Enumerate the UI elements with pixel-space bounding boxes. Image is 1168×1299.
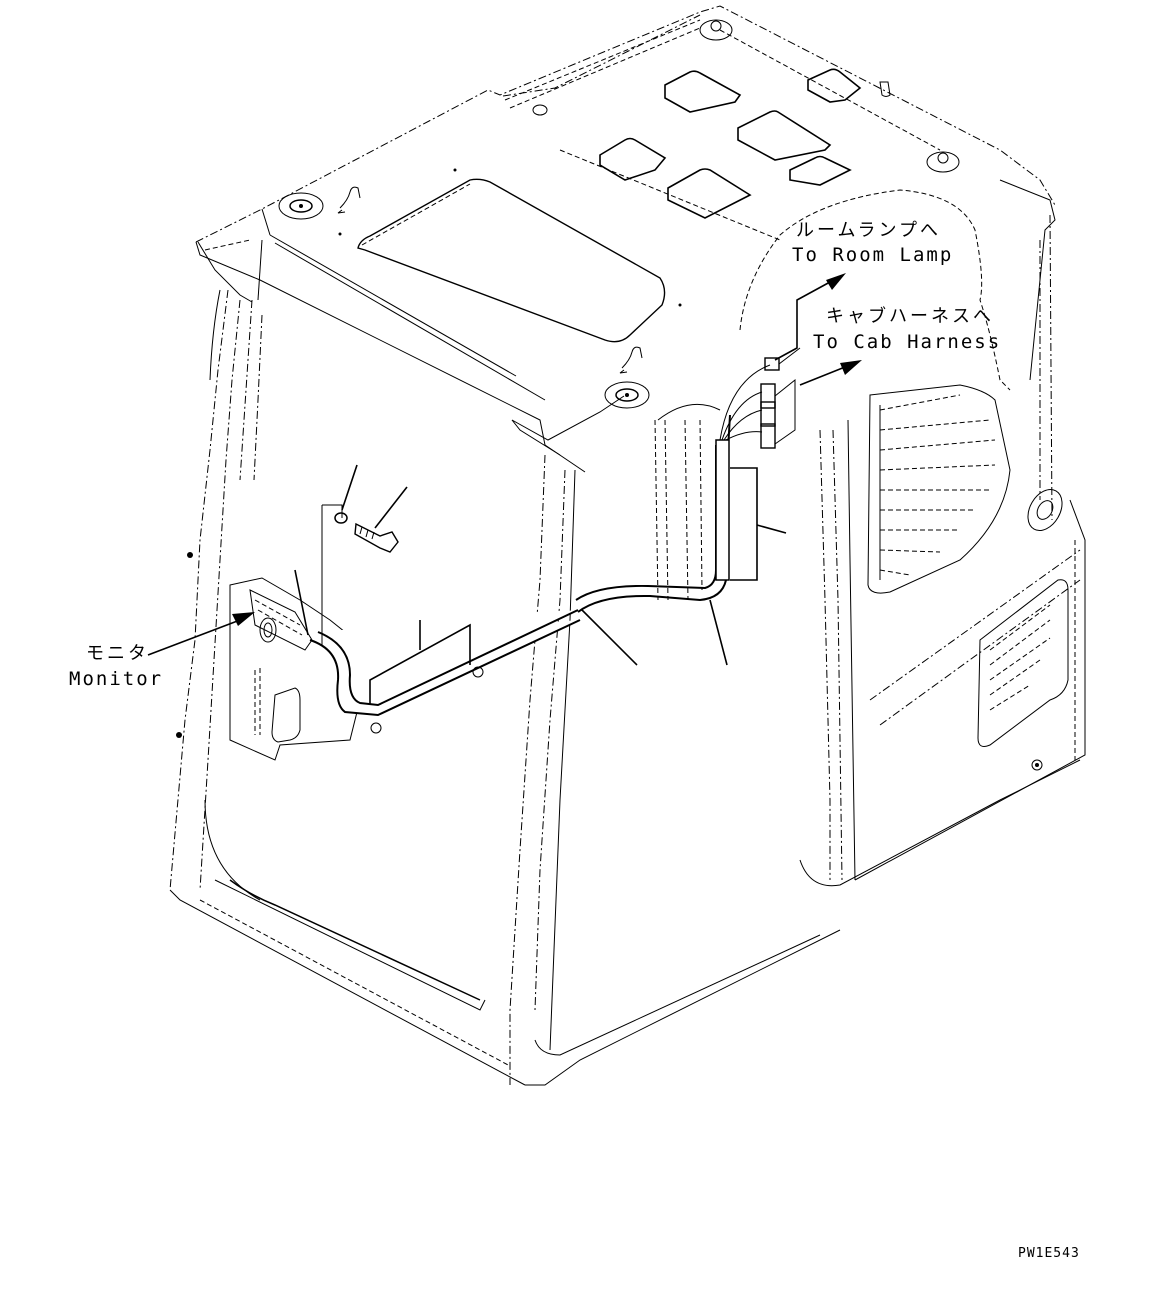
cab-harness-label-en: To Cab Harness <box>813 331 1002 353</box>
room-lamp-label-en: To Room Lamp <box>792 244 954 266</box>
monitor-label-jp: モニタ <box>86 643 149 664</box>
room-lamp-label-jp: ルームランプへ <box>796 220 942 241</box>
monitor-bracket <box>229 577 365 761</box>
side-window <box>867 384 1069 771</box>
monitor-label-en: Monitor <box>69 668 164 690</box>
wire-harness <box>309 347 801 734</box>
figure-code: PW1E543 <box>1018 1246 1080 1261</box>
leader-lines <box>147 273 862 705</box>
roof-side-panel <box>739 189 1011 391</box>
cab-harness-label-jp: キャブハーネスへ <box>826 306 994 327</box>
roof <box>195 5 1056 473</box>
left-front-pillar <box>169 289 263 891</box>
front-frame <box>169 419 1086 1086</box>
